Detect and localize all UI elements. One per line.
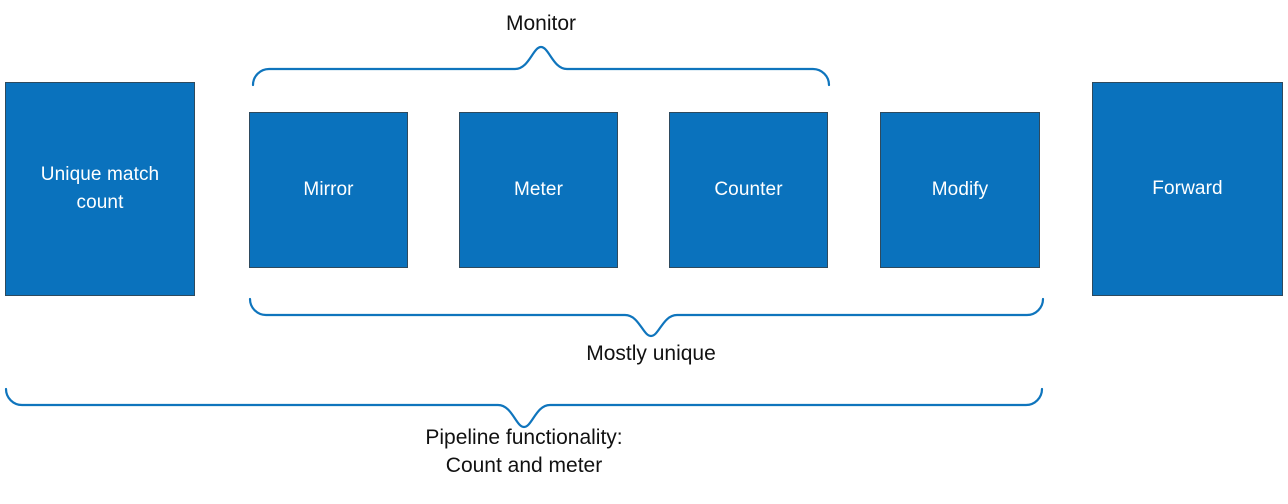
- box-label-unique-match-count: Unique match count: [40, 164, 160, 213]
- brace-path-mostly-unique: [248, 297, 1045, 338]
- box-label-modify: Modify: [931, 179, 989, 201]
- box-counter[interactable]: Counter: [669, 112, 828, 268]
- box-modify[interactable]: Modify: [880, 112, 1040, 268]
- box-label-meter: Meter: [513, 179, 564, 201]
- box-meter[interactable]: Meter: [459, 112, 618, 268]
- box-mirror[interactable]: Mirror: [249, 112, 408, 268]
- brace-label-mostly-unique: Mostly unique: [586, 342, 716, 365]
- box-label-counter: Counter: [714, 179, 783, 201]
- box-label-forward: Forward: [1152, 178, 1223, 200]
- box-forward[interactable]: Forward: [1092, 82, 1283, 296]
- brace-label-pipeline-functionality: Pipeline functionality: Count and meter: [425, 426, 623, 477]
- box-unique-match-count[interactable]: Unique match count: [5, 82, 195, 296]
- brace-label-monitor: Monitor: [505, 12, 577, 35]
- box-label-mirror: Mirror: [303, 179, 354, 201]
- brace-path-monitor: [251, 45, 831, 87]
- brace-path-pipeline-functionality: [4, 387, 1044, 429]
